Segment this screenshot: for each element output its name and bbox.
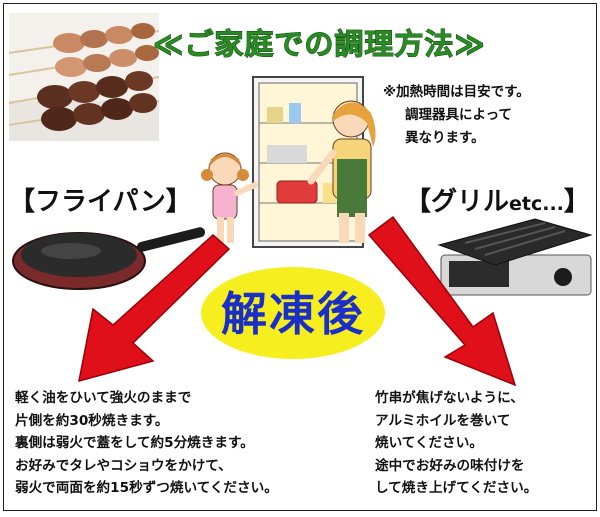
frying-pan-instructions: 軽く油をひいて強火のままで 片側を約30秒焼きます。 裏側は弱火で蓋をして約5分… (15, 387, 365, 500)
cooking-instructions-card: ≪ご家庭での調理方法≫ ※加熱時間は目安です。 調理器具によって 異なります。 (3, 3, 597, 511)
after-thawing-text: 解凍後 (221, 287, 365, 341)
arrow-left (78, 233, 231, 383)
mother-child-fridge-illustration (201, 76, 376, 248)
instruction-line: 弱火で両面を約15秒ずつ焼いてください。 (15, 480, 278, 496)
grill-pan-icon (437, 218, 593, 296)
arrow-right (367, 215, 517, 387)
yakitori-skewers-photo (9, 13, 159, 141)
instruction-line: アルミホイルを巻いて (375, 412, 511, 429)
instruction-line: 片側を約30秒焼きます。 (15, 412, 169, 429)
instruction-line: 竹串が焦げないように、 (375, 390, 524, 406)
note-line: 異なります。 (405, 130, 485, 146)
grill-instructions: 竹串が焦げないように、 アルミホイルを巻いて 焼いてください。 途中でお好みの味… (375, 387, 595, 500)
page-title: ≪ご家庭での調理方法≫ (153, 27, 486, 62)
instruction-line: お好みでタレやコショウをかけて、 (15, 457, 232, 474)
instruction-line: して焼き上げてください。 (375, 480, 538, 496)
note-line: ※加熱時間は目安です。 (383, 84, 530, 100)
heating-time-note: ※加熱時間は目安です。 調理器具によって 異なります。 (383, 81, 583, 150)
frying-pan-label: 【フライパン】 (9, 187, 192, 217)
instruction-line: 焼いてください。 (375, 435, 483, 451)
after-thawing-badge (201, 267, 385, 359)
direction-arrows (78, 215, 517, 387)
instruction-line: 軽く油をひいて強火のままで (15, 390, 192, 406)
note-line: 調理器具によって (405, 107, 512, 123)
grill-label: 【グリルetc...】 (405, 187, 590, 217)
instruction-line: 途中でお好みの味付けを (375, 457, 525, 474)
frying-pan-icon (12, 227, 206, 290)
instruction-line: 裏側は弱火で蓋をして約5分焼きます。 (15, 435, 254, 451)
